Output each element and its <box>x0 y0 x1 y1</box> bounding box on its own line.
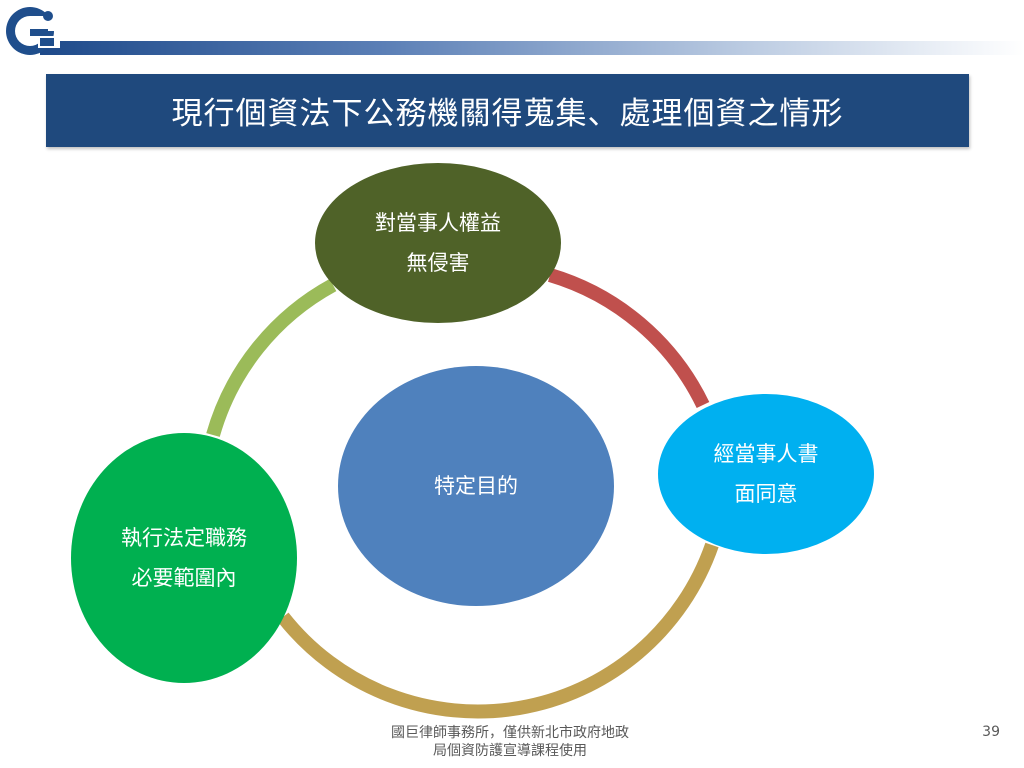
page-number: 39 <box>982 724 1000 740</box>
header-gradient-bar <box>40 41 1024 55</box>
node-left-line-1: 執行法定職務 <box>121 526 247 550</box>
footer-line-1: 國巨律師事務所，僅供新北市政府地政 <box>391 725 629 741</box>
node-top-line-1: 對當事人權益 <box>375 211 501 235</box>
arc-left-top <box>206 278 337 437</box>
title-banner: 現行個資法下公務機關得蒐集、處理個資之情形 <box>46 74 969 147</box>
node-top-circle <box>315 163 561 323</box>
node-right-label: 經當事人書 面同意 <box>714 434 819 514</box>
center-label: 特定目的 <box>434 466 518 506</box>
arc-right-left <box>277 542 719 719</box>
arc-top-right <box>548 268 710 409</box>
footer-note: 國巨律師事務所，僅供新北市政府地政 局個資防護宣導課程使用 <box>350 724 670 760</box>
company-logo-icon <box>6 7 60 55</box>
footer-line-2: 局個資防護宣導課程使用 <box>433 743 587 759</box>
node-top-line-2: 無侵害 <box>406 251 470 275</box>
node-right-line-1: 經當事人書 <box>713 442 819 466</box>
node-right-circle <box>658 394 874 554</box>
center-circle <box>338 366 614 606</box>
center-label-text: 特定目的 <box>434 474 518 498</box>
node-left-line-2: 必要範圍內 <box>131 566 237 590</box>
node-right-line-2: 面同意 <box>734 482 798 506</box>
node-top-label: 對當事人權益 無侵害 <box>375 203 501 283</box>
node-left-label: 執行法定職務 必要範圍內 <box>121 518 247 598</box>
node-left-circle <box>71 433 297 683</box>
slide-title: 現行個資法下公務機關得蒐集、處理個資之情形 <box>171 96 844 132</box>
